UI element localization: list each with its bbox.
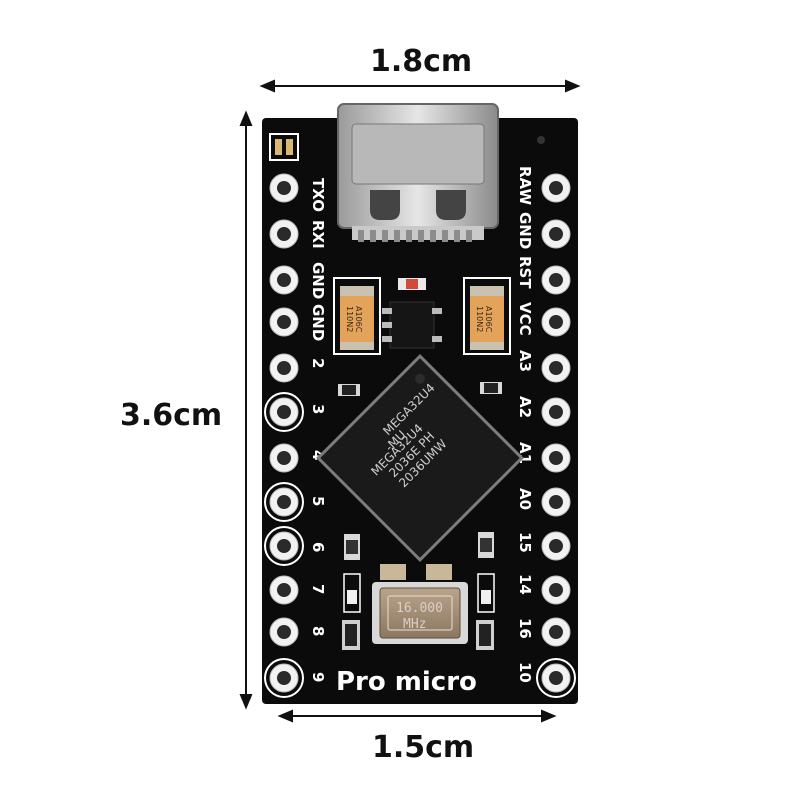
right-pin-pad xyxy=(541,173,571,203)
right-pin-pad xyxy=(541,265,571,295)
right-pin-pad xyxy=(541,219,571,249)
left-pin-pad xyxy=(269,353,299,383)
dimension-lines xyxy=(239,79,581,723)
cap-right-line1: A106C xyxy=(484,306,493,333)
dimension-top-width: 1.8cm xyxy=(370,44,473,79)
pin-label-gnd: GND xyxy=(516,212,534,249)
pin-number-3: 3 xyxy=(309,404,327,414)
left-pin-pad xyxy=(269,617,299,647)
voltage-regulator xyxy=(382,301,442,349)
pin-number-2: 2 xyxy=(309,358,327,368)
pin-label-raw: RAW xyxy=(516,166,534,205)
pin-label-rst: RST xyxy=(516,256,534,289)
pin-label-gnd1: GND xyxy=(309,262,327,299)
left-pin-header xyxy=(264,173,304,698)
left-pin-labels: TXO RXI GND GND 2 3 4 5 6 7 8 9 xyxy=(309,178,327,682)
left-pin-pad xyxy=(264,658,304,698)
cap-left-line1: A106C xyxy=(354,306,363,333)
pin-label-10: 10 xyxy=(516,662,534,683)
dimension-bottom-width: 1.5cm xyxy=(372,730,475,765)
cap-left-line2: 110N2 xyxy=(345,306,354,332)
left-pin-pad xyxy=(264,526,304,566)
dimension-height: 3.6cm xyxy=(120,398,223,433)
pin-number-9: 9 xyxy=(309,672,327,682)
left-pin-pad xyxy=(269,575,299,605)
pin-label-14: 14 xyxy=(516,574,534,595)
right-pin-pad xyxy=(541,443,571,473)
board-brand-label: Pro micro xyxy=(336,667,477,697)
right-pin-pad xyxy=(541,307,571,337)
pin-label-txo: TXO xyxy=(309,178,327,212)
pin-label-15: 15 xyxy=(516,532,534,553)
pin-label-rxi: RXI xyxy=(309,220,327,249)
power-led xyxy=(398,278,426,290)
right-pin-pad xyxy=(541,575,571,605)
pin-label-a2: A2 xyxy=(516,396,534,418)
cap-right-line2: 110N2 xyxy=(475,306,484,332)
lower-components xyxy=(342,532,495,650)
left-pin-pad xyxy=(264,392,304,432)
pin-number-8: 8 xyxy=(309,626,327,636)
right-pin-labels: RAW GND RST VCC A3 A2 A1 A0 15 14 16 10 xyxy=(516,166,534,683)
jumper-pad xyxy=(269,133,299,161)
pin-label-vcc: VCC xyxy=(516,302,534,336)
usb-c-connector xyxy=(337,103,499,242)
right-pin-header xyxy=(536,173,576,698)
left-pin-pad xyxy=(269,443,299,473)
smd-resistors xyxy=(338,382,502,396)
left-pin-pad xyxy=(269,307,299,337)
right-pin-pad xyxy=(536,658,576,698)
right-pin-pad xyxy=(541,487,571,517)
mount-dot xyxy=(537,136,545,144)
pin-number-7: 7 xyxy=(309,584,327,594)
pin-label-a3: A3 xyxy=(516,350,534,372)
pin-number-6: 6 xyxy=(309,542,327,552)
right-pin-pad xyxy=(541,617,571,647)
microcontroller-chip: MEGA32U4 xyxy=(316,354,524,562)
capacitor-right: A106C 110N2 xyxy=(463,277,511,355)
left-pin-pad xyxy=(269,219,299,249)
left-pin-pad xyxy=(269,265,299,295)
left-pin-pad xyxy=(264,482,304,522)
pin-label-16: 16 xyxy=(516,618,534,639)
right-pin-pad xyxy=(541,531,571,561)
crystal-frequency: 16.000 xyxy=(396,601,443,616)
crystal-oscillator: 16.000 MHz xyxy=(372,582,468,644)
pin-label-a0: A0 xyxy=(516,488,534,510)
right-pin-pad xyxy=(541,397,571,427)
pin-label-gnd2: GND xyxy=(309,304,327,341)
crystal-unit: MHz xyxy=(403,617,426,632)
pin-number-5: 5 xyxy=(309,496,327,506)
left-pin-pad xyxy=(269,173,299,203)
right-pin-pad xyxy=(541,353,571,383)
capacitor-left: A106C 110N2 xyxy=(333,277,381,355)
pin-number-4: 4 xyxy=(309,450,327,460)
